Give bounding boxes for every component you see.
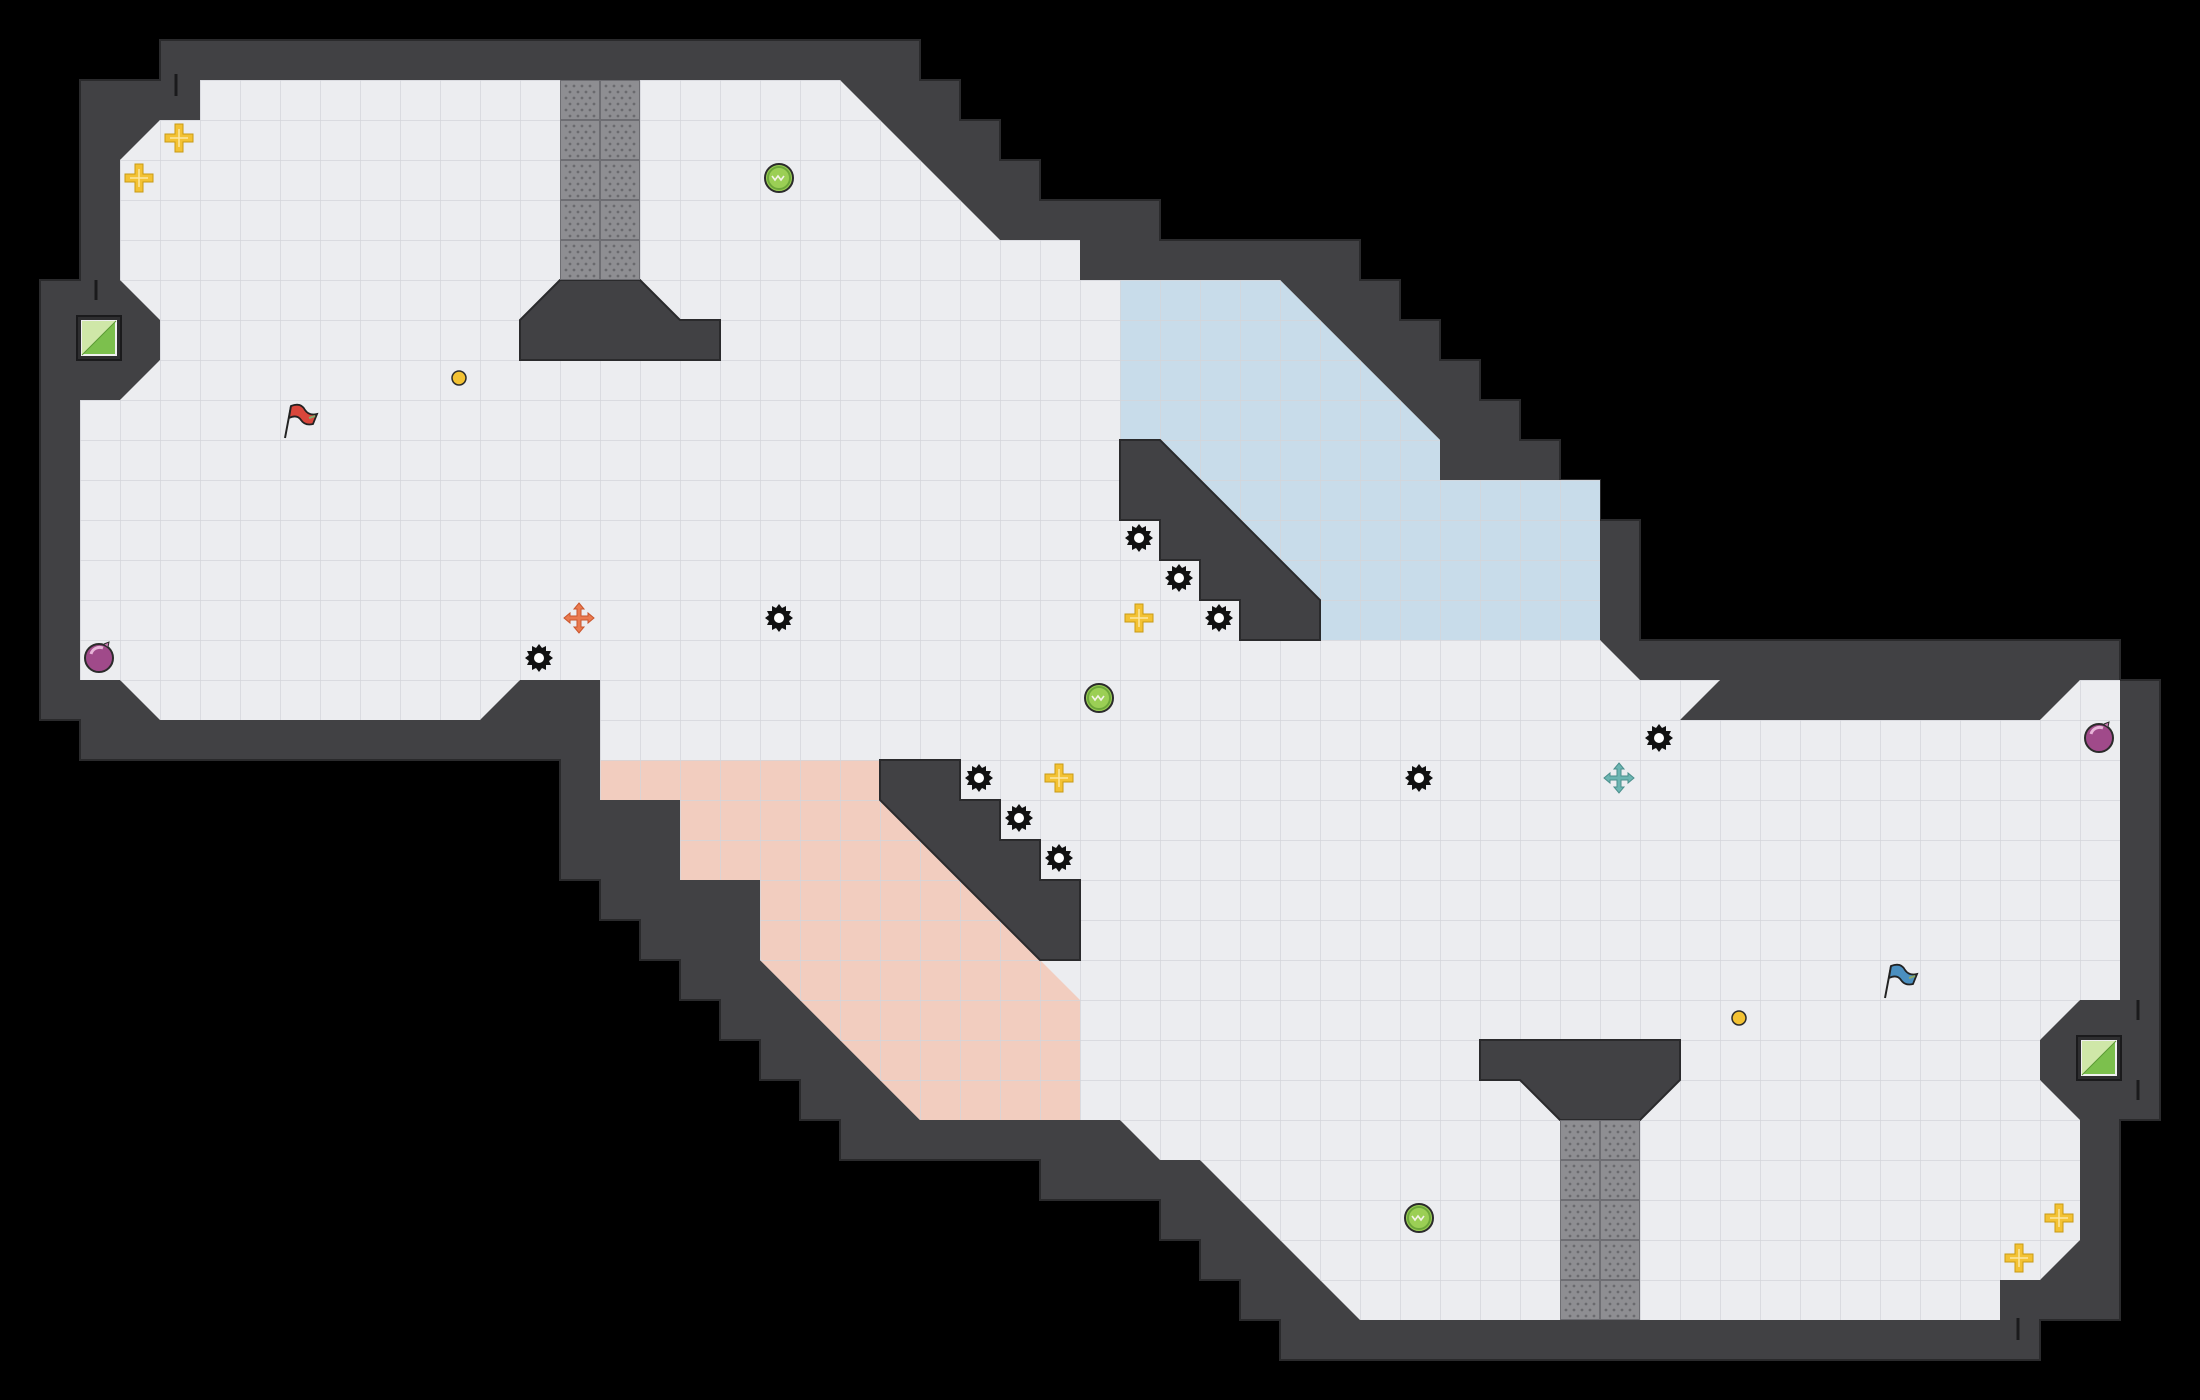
speed-boost-icon[interactable] xyxy=(563,602,595,634)
grate-top xyxy=(560,80,640,280)
health-pickup-icon[interactable] xyxy=(2004,1243,2034,1273)
shield-boost-icon[interactable] xyxy=(1603,762,1635,794)
mine-icon[interactable] xyxy=(1125,524,1153,552)
interior-walls xyxy=(519,279,1681,1121)
coin-icon[interactable] xyxy=(451,370,467,386)
health-pickup-icon[interactable] xyxy=(1044,763,1074,793)
pickups-layer xyxy=(84,123,2114,1273)
mine-icon[interactable] xyxy=(1405,764,1433,792)
mine-icon[interactable] xyxy=(1045,844,1073,872)
grates xyxy=(560,80,1640,1320)
health-pickup-icon[interactable] xyxy=(2044,1203,2074,1233)
health-pickup-icon[interactable] xyxy=(164,123,194,153)
blue-flag-icon[interactable] xyxy=(1884,963,1919,999)
spawn-pad-icon[interactable] xyxy=(2076,1035,2122,1081)
flags-layer xyxy=(284,403,1919,999)
mine-icon[interactable] xyxy=(1165,564,1193,592)
ammo-pickup-icon[interactable] xyxy=(1404,1203,1434,1233)
armor-pickup-icon[interactable] xyxy=(84,641,114,673)
mine-icon[interactable] xyxy=(1205,604,1233,632)
mine-icon[interactable] xyxy=(1005,804,1033,832)
spawn-pad-icon[interactable] xyxy=(76,315,122,361)
wall-notches xyxy=(94,74,2140,1340)
ammo-pickup-icon[interactable] xyxy=(1084,683,1114,713)
coin-icon[interactable] xyxy=(1731,1010,1747,1026)
mine-icon[interactable] xyxy=(765,604,793,632)
red-flag-icon[interactable] xyxy=(284,403,319,439)
health-pickup-icon[interactable] xyxy=(1124,603,1154,633)
mine-icon[interactable] xyxy=(965,764,993,792)
spawn-points xyxy=(76,315,2122,1081)
mine-icon[interactable] xyxy=(525,644,553,672)
grate-bottom xyxy=(1560,1120,1640,1320)
armor-pickup-icon[interactable] xyxy=(2084,721,2114,753)
health-pickup-icon[interactable] xyxy=(124,163,154,193)
orange-zone xyxy=(600,760,1080,1120)
blue-zone xyxy=(1120,280,1600,640)
mine-icon[interactable] xyxy=(1645,724,1673,752)
ammo-pickup-icon[interactable] xyxy=(764,163,794,193)
